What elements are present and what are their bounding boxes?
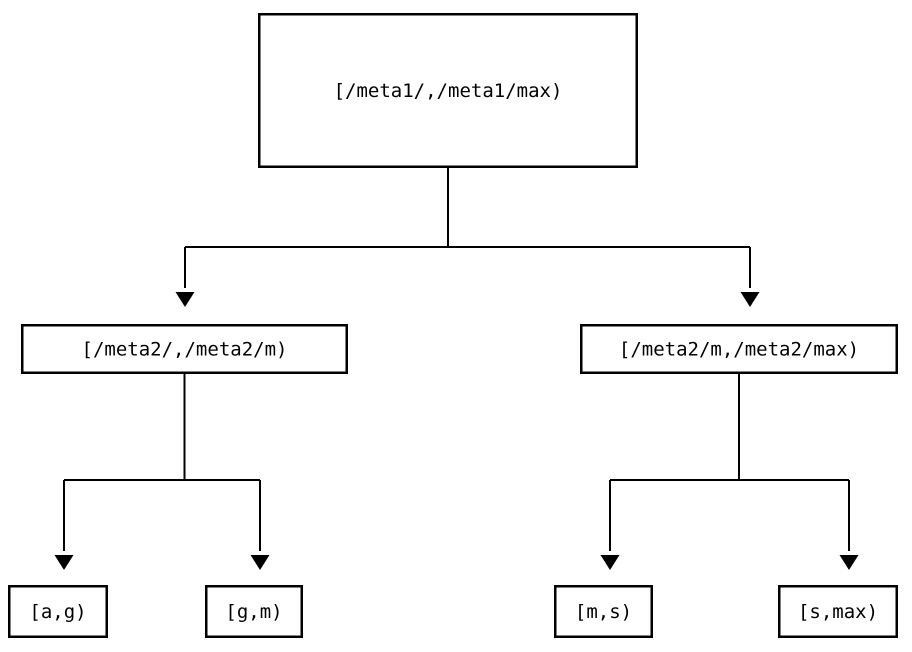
- arrow-head-icon: [839, 555, 859, 570]
- edge-group-root: [175, 168, 760, 307]
- nodes-layer: [/meta1/,/meta1/max) [/meta2/,/meta2/m) [/…: [7, 12, 899, 639]
- node-box[interactable]: [7, 585, 108, 639]
- edges-layer: [54, 168, 859, 570]
- node-box[interactable]: [204, 585, 303, 639]
- edge-group-mid-left: [54, 374, 270, 570]
- node-label: [s,max): [798, 601, 878, 623]
- tree-node-mid-right[interactable]: [/meta2/m,/meta2/max): [580, 324, 899, 375]
- tree-node-leaf-smax[interactable]: [s,max): [778, 585, 899, 639]
- node-label: [/meta2/,/meta2/m): [82, 339, 288, 361]
- tree-node-leaf-ms[interactable]: [m,s): [554, 585, 654, 639]
- node-box[interactable]: [580, 324, 899, 375]
- node-label: [a,g): [29, 601, 86, 623]
- node-box[interactable]: [258, 12, 639, 169]
- node-box[interactable]: [778, 585, 899, 639]
- tree-node-root[interactable]: [/meta1/,/meta1/max): [258, 12, 639, 169]
- node-label: [/meta2/m,/meta2/max): [619, 339, 859, 361]
- arrow-head-icon: [54, 555, 74, 570]
- tree-node-mid-left[interactable]: [/meta2/,/meta2/m): [21, 324, 349, 375]
- arrow-head-icon: [600, 555, 620, 570]
- node-box[interactable]: [554, 585, 654, 639]
- tree-node-leaf-gm[interactable]: [g,m): [204, 585, 303, 639]
- tree-node-leaf-ag[interactable]: [a,g): [7, 585, 108, 639]
- arrow-head-icon: [740, 292, 760, 307]
- arrow-head-icon: [250, 555, 270, 570]
- edge-group-mid-right: [600, 374, 859, 570]
- arrow-head-icon: [175, 292, 195, 307]
- node-box[interactable]: [21, 324, 349, 375]
- node-label: [g,m): [225, 601, 282, 623]
- node-label: [/meta1/,/meta1/max): [334, 80, 563, 102]
- node-label: [m,s): [575, 601, 632, 623]
